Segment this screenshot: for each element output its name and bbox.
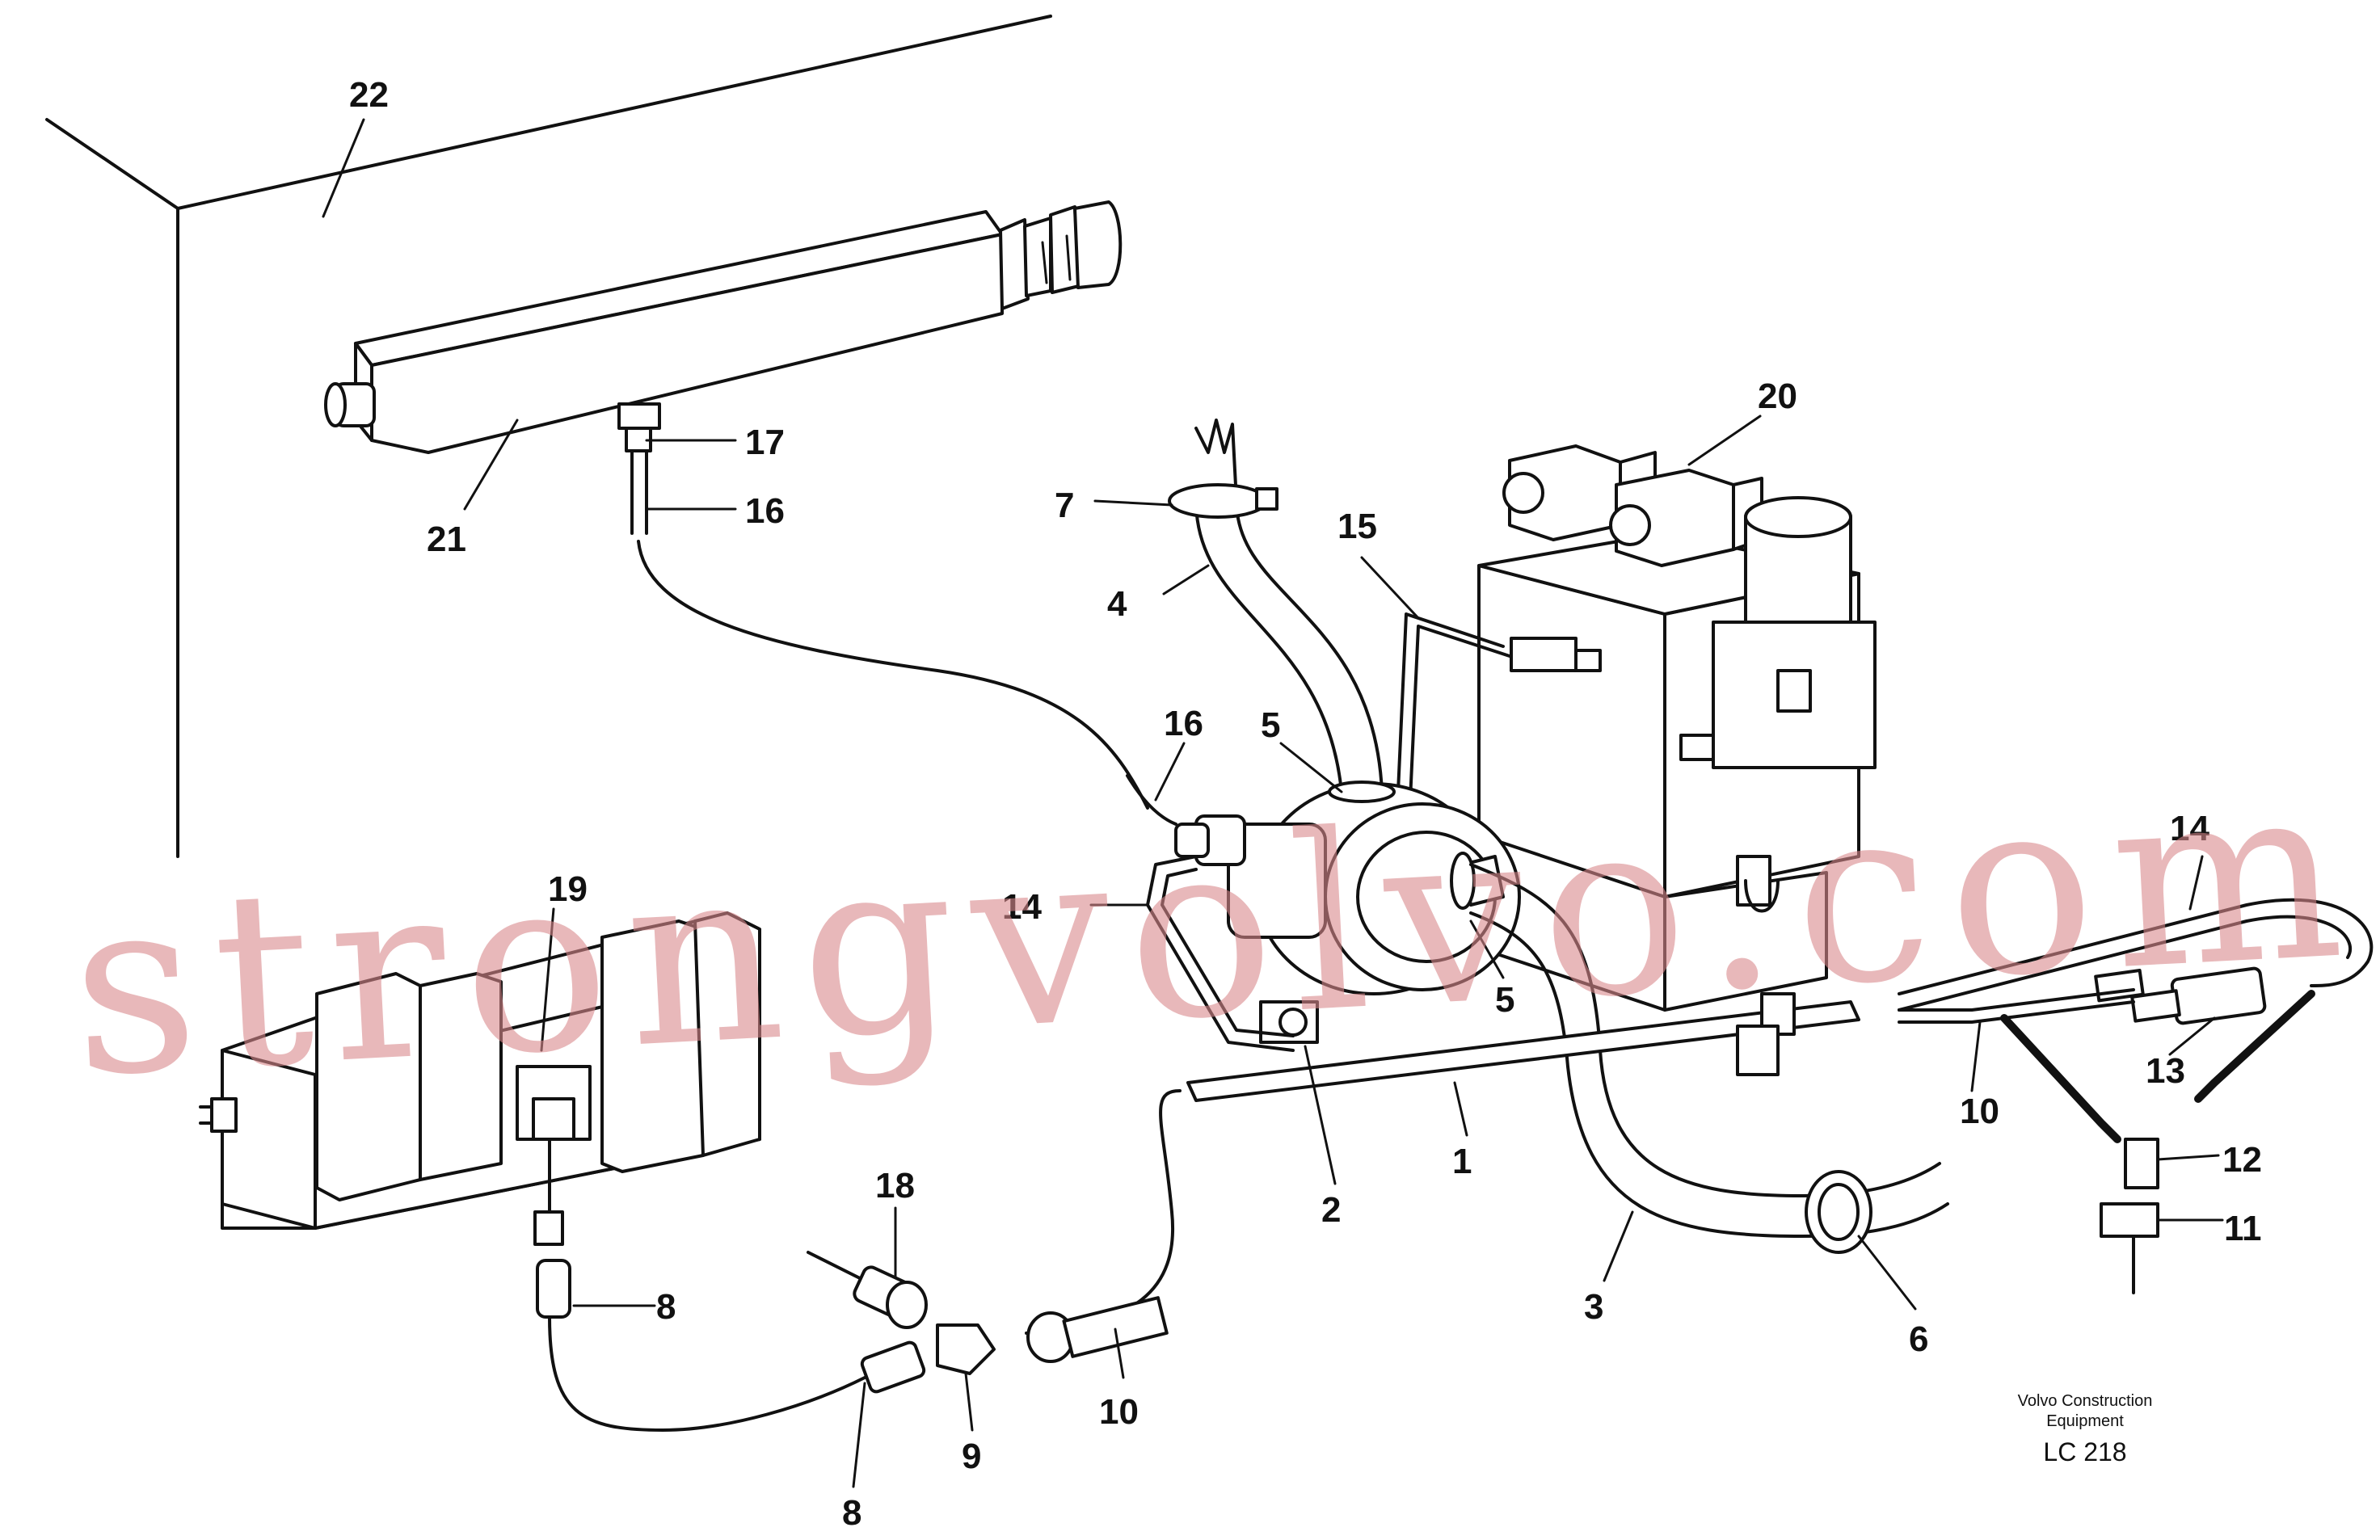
label-9: 9: [962, 1437, 981, 1476]
part-8-upper-fitting: [533, 1138, 571, 1319]
label-16: 16: [745, 491, 785, 531]
drawing-footer: Volvo Construction Equipment LC 218: [2018, 1392, 2153, 1466]
label-4: 4: [1107, 584, 1127, 624]
part-11-bracket: [2100, 1202, 2159, 1294]
label-12: 12: [2222, 1140, 2262, 1180]
part-19-relay-block: [199, 911, 761, 1230]
part-7-clamp: [1168, 483, 1278, 519]
label-8: 8: [842, 1493, 861, 1533]
label-16: 16: [1164, 704, 1203, 743]
label-2: 2: [1321, 1190, 1341, 1230]
part-17-fitting: [617, 402, 661, 452]
label-14: 14: [1002, 887, 1042, 927]
part-13-filter: [2094, 966, 2267, 1025]
maker-line-1: Volvo Construction: [2018, 1392, 2153, 1410]
part-4-hose: [1194, 419, 1384, 793]
label-20: 20: [1758, 377, 1797, 416]
label-8: 8: [656, 1287, 676, 1327]
label-1: 1: [1452, 1142, 1472, 1181]
label-19: 19: [548, 869, 588, 909]
label-13: 13: [2146, 1051, 2185, 1091]
label-11: 11: [2224, 1209, 2262, 1248]
label-17: 17: [745, 423, 785, 462]
part-15-pipe: [1396, 612, 1511, 802]
part-16-pipe: [630, 449, 1177, 826]
part-21-distribution-bar: [324, 200, 1123, 454]
part-8-lower-fitting: [860, 1340, 926, 1394]
part-14-pipe-right: [1898, 898, 2374, 1012]
label-14: 14: [2170, 809, 2209, 848]
part-1-pump: [1174, 782, 1521, 1044]
part-9-elbow: [936, 1323, 996, 1375]
leader-lines: [322, 118, 2224, 1488]
label-5: 5: [1495, 980, 1514, 1020]
label-3: 3: [1584, 1287, 1603, 1327]
watermark: strongvolvo.com: [65, 730, 2366, 1131]
maker-line-2: Equipment: [2046, 1412, 2124, 1430]
part-2-rail: [1186, 992, 1860, 1102]
support-bracket-right: [2000, 990, 2315, 1143]
part-20-valve-block: [1477, 444, 1877, 1012]
cab-wall-outline: [45, 15, 1052, 858]
label-10: 10: [1960, 1092, 1999, 1131]
label-18: 18: [875, 1166, 915, 1205]
label-6: 6: [1909, 1319, 1928, 1359]
part-6-hose-clamp: [1805, 1170, 1872, 1254]
drawing-code: LC 218: [2043, 1437, 2126, 1466]
part-number-labels: 22 21 17 16 7 4 15 20 16 5 14 19 5 14 13…: [349, 75, 2262, 1533]
part-5-clamp: [1328, 781, 1476, 910]
part-3-hose: [1469, 863, 1949, 1238]
part-10-pipe-right: [1898, 988, 2135, 1024]
label-5: 5: [1261, 705, 1280, 745]
part-10-pipe-fitting: [1026, 1296, 1169, 1363]
part-12-clip: [2124, 1138, 2159, 1189]
label-15: 15: [1337, 507, 1377, 546]
part-18-nut: [807, 1251, 928, 1329]
label-10: 10: [1099, 1392, 1139, 1432]
label-7: 7: [1055, 486, 1074, 525]
label-21: 21: [427, 520, 466, 559]
label-22: 22: [349, 75, 389, 115]
